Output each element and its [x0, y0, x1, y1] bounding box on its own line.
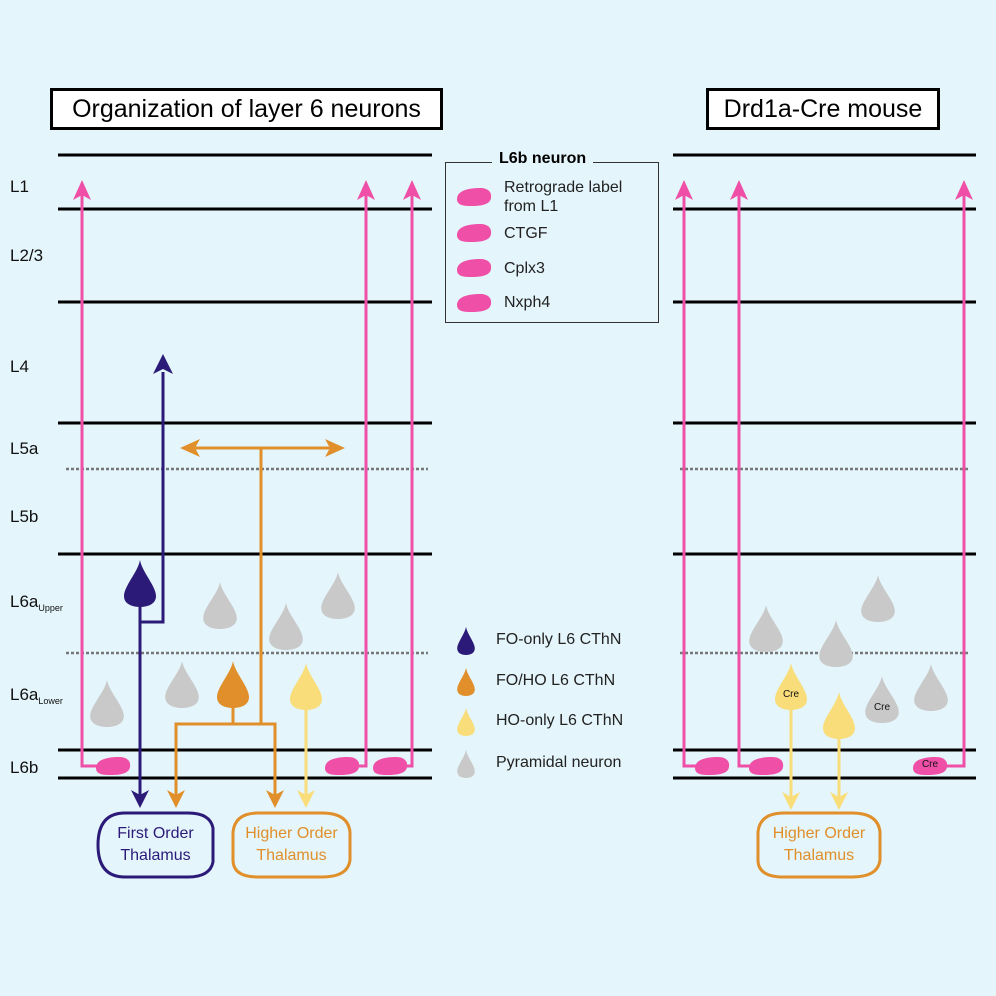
- legend-cell-icons: [457, 626, 475, 778]
- layer-label-l5b: L5b: [10, 507, 39, 526]
- layer-label-l4: L4: [10, 357, 29, 376]
- left-l6b-arrowheads: [73, 180, 421, 200]
- layer-label-l5a: L5a: [10, 439, 39, 458]
- first-order-thalamus-box: [96, 811, 215, 879]
- cre-label-yellow-cell: Cre: [782, 689, 800, 700]
- higher-order-thalamus-box-right: [756, 811, 882, 879]
- layer-label-l6a-lower-sub: Lower: [38, 696, 63, 706]
- layer-label-l6b: L6b: [10, 758, 39, 777]
- left-l6b-projections: [80, 192, 414, 768]
- right-l6b-cells: [695, 757, 948, 775]
- right-panel-title: Drd1a-Cre mouse: [706, 88, 940, 130]
- left-panel-title: Organization of layer 6 neurons: [50, 88, 443, 130]
- layer-label-l6a-upper-sub: Upper: [38, 603, 63, 613]
- right-sublayer-dotted-lines: [680, 467, 970, 655]
- first-order-thalamus-label: First Order Thalamus: [117, 825, 194, 864]
- higher-order-thalamus-label-left: Higher Order Thalamus: [245, 825, 338, 864]
- layer-label-l6a-upper-main: L6a: [10, 592, 39, 611]
- higher-order-thalamus-box-left: [231, 811, 352, 879]
- legend-item-cplx3: Cplx3: [504, 260, 545, 277]
- left-fo-only-neuron: [124, 354, 173, 808]
- layer-label-l6a-lower-main: L6a: [10, 685, 39, 704]
- legend-item-ho-only: HO-only L6 CThN: [496, 712, 624, 729]
- right-l6b-projections: [682, 192, 966, 768]
- legend-item-fo-only: FO-only L6 CThN: [496, 631, 622, 648]
- higher-order-thalamus-label-right: Higher Order Thalamus: [772, 825, 866, 864]
- layer-label-l1: L1: [10, 177, 29, 196]
- cre-label-pink-cell: Cre: [921, 759, 939, 770]
- layer-label-l23: L2/3: [10, 246, 44, 265]
- legend-item-fo-ho: FO/HO L6 CThN: [496, 672, 616, 689]
- left-layer-lines: [58, 153, 432, 780]
- left-fo-ho-neuron: [174, 446, 333, 795]
- legend-item-ctgf: CTGF: [504, 225, 548, 242]
- left-sublayer-dotted-lines: [66, 467, 428, 655]
- layer-label-l6a-upper: L6aUpper: [10, 592, 63, 613]
- right-layer-lines: [673, 153, 976, 780]
- legend-item-pyramidal: Pyramidal neuron: [496, 754, 622, 771]
- legend-item-nxph4: Nxph4: [504, 294, 551, 311]
- left-ho-only-neuron: [290, 663, 322, 808]
- layer-label-l6a-lower: L6aLower: [10, 685, 63, 706]
- cre-label-gray-cell: Cre: [873, 702, 891, 713]
- right-l6b-arrowheads: [675, 180, 973, 200]
- left-fo-ho-arrowheads: [167, 439, 345, 808]
- legend-item-retrograde: Retrograde label from L1: [504, 179, 623, 215]
- right-ho-only-neurons: [775, 663, 855, 810]
- l6b-legend-title: L6b neuron: [492, 150, 594, 168]
